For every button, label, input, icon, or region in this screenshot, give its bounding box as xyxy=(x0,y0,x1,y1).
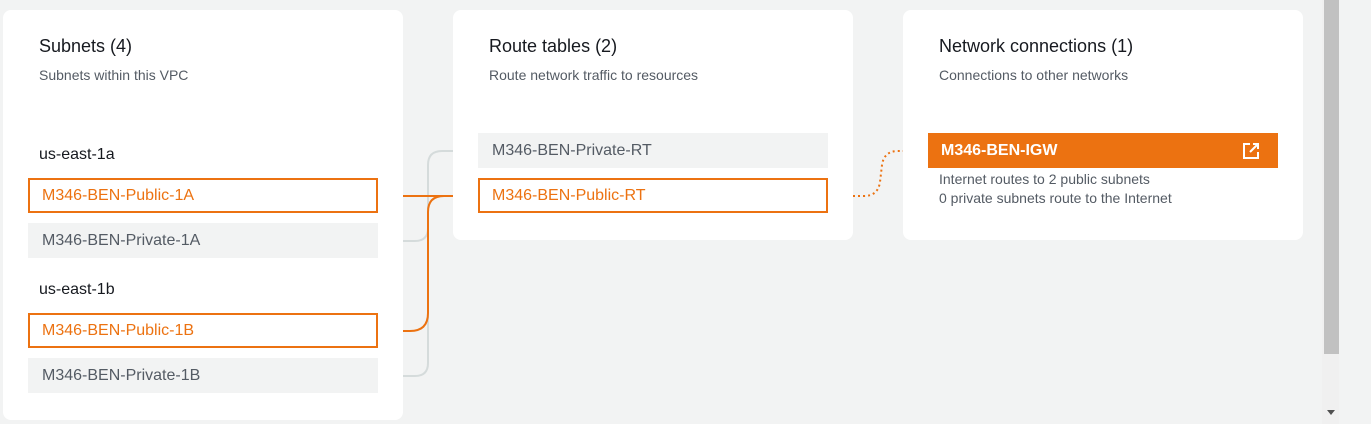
scroll-down-arrow-icon[interactable] xyxy=(1325,406,1337,418)
internet-gateway-label: M346-BEN-IGW xyxy=(941,142,1058,159)
route-table-public-rt[interactable]: M346-BEN-Public-RT xyxy=(478,178,828,213)
subnets-title: Subnets (4) xyxy=(39,36,133,56)
igw-note-public: Internet routes to 2 public subnets xyxy=(939,171,1150,187)
route-tables-subtitle: Route network traffic to resources xyxy=(489,67,699,83)
az-label-us-east-1a: us-east-1a xyxy=(39,146,115,163)
network-connections-title: Network connections (1) xyxy=(939,36,1134,56)
route-table-private-rt[interactable]: M346-BEN-Private-RT xyxy=(478,133,828,168)
igw-note-private: 0 private subnets route to the Internet xyxy=(939,190,1172,206)
network-connections-subtitle: Connections to other networks xyxy=(939,67,1129,83)
az-label-us-east-1b: us-east-1b xyxy=(39,281,115,298)
subnets-subtitle: Subnets within this VPC xyxy=(39,67,189,83)
network-connections-panel: Network connections (1) Connections to o… xyxy=(903,10,1303,240)
subnet-public-1a[interactable]: M346-BEN-Public-1A xyxy=(28,178,378,213)
subnets-panel: Subnets (4) Subnets within this VPC xyxy=(3,10,403,420)
route-tables-title: Route tables (2) xyxy=(489,36,618,56)
internet-gateway-igw[interactable]: M346-BEN-IGW xyxy=(928,133,1278,168)
external-link-icon[interactable] xyxy=(1242,142,1260,160)
subnet-private-1b[interactable]: M346-BEN-Private-1B xyxy=(28,358,378,393)
subnet-private-1a[interactable]: M346-BEN-Private-1A xyxy=(28,223,378,258)
subnet-public-1b[interactable]: M346-BEN-Public-1B xyxy=(28,313,378,348)
scrollbar-thumb[interactable] xyxy=(1324,0,1339,354)
